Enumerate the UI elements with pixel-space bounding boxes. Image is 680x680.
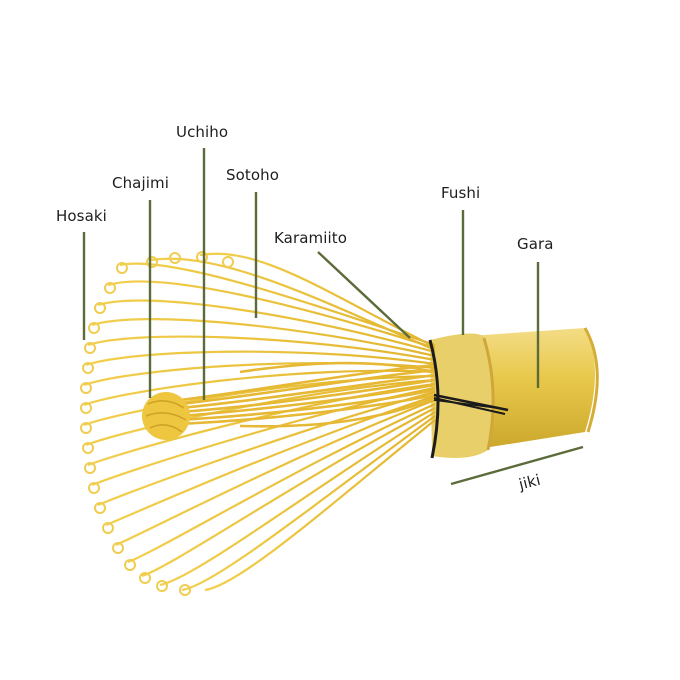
label-chajimi: Chajimi <box>112 174 169 192</box>
label-fushi: Fushi <box>441 184 481 202</box>
leader-line-karamiito <box>317 251 411 339</box>
curled-tips <box>80 251 234 596</box>
label-hosaki: Hosaki <box>56 207 107 225</box>
label-uchiho: Uchiho <box>176 123 229 141</box>
label-karamiito: Karamiito <box>274 229 348 247</box>
inner-tines <box>179 361 436 428</box>
label-gara: Gara <box>517 235 554 253</box>
leader-lines <box>82 148 584 486</box>
chajimi-knot <box>142 392 190 440</box>
whisk-handle <box>430 327 599 458</box>
outer-tines <box>83 252 436 592</box>
label-sotoho: Sotoho <box>226 166 280 184</box>
karamiito-thread <box>428 339 509 459</box>
leader-line-jiki <box>450 445 584 486</box>
